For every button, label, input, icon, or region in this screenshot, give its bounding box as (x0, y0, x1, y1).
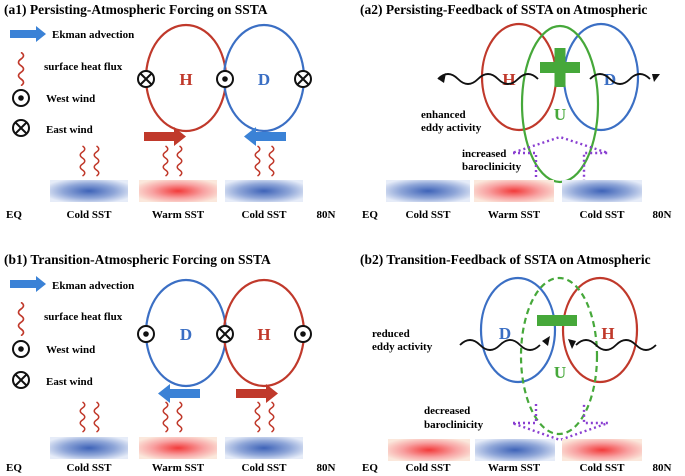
panel-b1: (b1) Transition-Atmospheric Forcing on S… (4, 252, 336, 474)
eddy-wave-left (437, 73, 539, 85)
baro-note-line1: increased (462, 148, 506, 160)
warm-sst-label: Warm SST (152, 462, 205, 474)
cold-sst-label: Cold SST (67, 209, 113, 221)
cold-sst-label: Cold SST (67, 462, 113, 474)
west-wind-icon (12, 340, 30, 358)
high-label: H (601, 324, 614, 343)
west-wind-icon (137, 325, 155, 343)
heat-flux-icon (17, 52, 25, 86)
cold-sst-label: Cold SST (406, 462, 452, 474)
heat-flux-icon (79, 401, 275, 433)
north-label: 80N (653, 462, 672, 474)
legend-ekman-label: Ekman advection (52, 280, 134, 292)
eq-label: EQ (6, 462, 22, 474)
west-wind-icon (216, 70, 234, 88)
heat-flux-icon (79, 145, 275, 177)
low-cell (562, 22, 640, 132)
legend-east-label: East wind (46, 124, 93, 136)
sst-warm-bar (562, 439, 642, 461)
plus-icon (540, 48, 580, 87)
north-label: 80N (317, 462, 336, 474)
baro-note-line2: baroclinicity (424, 419, 484, 431)
eddy-note-line2: eddy activity (372, 341, 433, 353)
legend-ekman-label: Ekman advection (52, 29, 134, 41)
ekman-arrow-icon (10, 26, 46, 42)
low-cell (479, 276, 557, 384)
ekman-arrow-icon (244, 127, 286, 146)
eddy-wave-left (459, 339, 541, 351)
sst-warm-bar (139, 180, 217, 202)
eddy-note-line1: reduced (372, 328, 410, 340)
west-wind-icon (12, 89, 30, 107)
east-wind-icon (137, 70, 155, 88)
cold-sst-label: Cold SST (406, 209, 452, 221)
sst-cold-bar (225, 180, 303, 202)
eddy-wave-right (575, 339, 657, 351)
low-label: D (180, 325, 192, 344)
low-label: D (258, 70, 270, 89)
heat-flux-icon (17, 302, 25, 336)
warm-sst-label: Warm SST (488, 462, 541, 474)
sst-cold-bar (562, 180, 642, 202)
legend-b1: Ekman advection surface heat flux West w… (10, 276, 134, 389)
high-label: H (502, 70, 515, 89)
high-label: H (179, 70, 192, 89)
east-wind-icon (216, 325, 234, 343)
west-wind-icon (294, 325, 312, 343)
sst-warm-bar (474, 180, 554, 202)
ekman-arrow-icon (10, 276, 46, 292)
warm-sst-label: Warm SST (488, 209, 541, 221)
sst-warm-bar (139, 437, 217, 459)
u-cell (520, 24, 600, 184)
eddy-note-line1: enhanced (421, 109, 466, 121)
panel-b1-title: (b1) Transition-Atmospheric Forcing on S… (4, 252, 271, 267)
east-wind-icon (294, 70, 312, 88)
north-label: 80N (317, 209, 336, 221)
legend-heat-label: surface heat flux (44, 61, 123, 73)
cold-sst-label: Cold SST (580, 462, 626, 474)
ekman-arrow-icon (236, 384, 278, 403)
eq-label: EQ (362, 209, 378, 221)
east-wind-icon (12, 119, 30, 137)
baro-note-line2: baroclinicity (462, 161, 522, 173)
sst-cold-bar (50, 437, 128, 459)
u-label: U (554, 105, 566, 124)
minus-icon (537, 315, 577, 326)
sst-cold-bar (225, 437, 303, 459)
north-label: 80N (653, 209, 672, 221)
eddy-wave-right (589, 73, 651, 85)
east-wind-icon (12, 371, 30, 389)
high-cell (561, 276, 639, 384)
u-label: U (554, 363, 566, 382)
legend-east-label: East wind (46, 376, 93, 388)
legend-heat-label: surface heat flux (44, 311, 123, 323)
ekman-arrow-icon (144, 127, 186, 146)
panel-a2-title: (a2) Persisting-Feedback of SSTA on Atmo… (360, 2, 647, 17)
cold-sst-label: Cold SST (242, 209, 288, 221)
sst-warm-bar (388, 439, 470, 461)
panel-b2: (b2) Transition-Feedback of SSTA on Atmo… (360, 252, 672, 474)
legend-west-label: West wind (46, 93, 95, 105)
ekman-arrow-icon (158, 384, 200, 403)
low-label: D (499, 324, 511, 343)
sst-cold-bar (475, 439, 555, 461)
panel-b2-title: (b2) Transition-Feedback of SSTA on Atmo… (360, 252, 651, 267)
cold-sst-label: Cold SST (242, 462, 288, 474)
legend-a1: Ekman advection surface heat flux West w… (10, 26, 134, 137)
u-cell (519, 276, 599, 436)
panel-a2: (a2) Persisting-Feedback of SSTA on Atmo… (360, 2, 672, 221)
panel-a1: (a1) Persisting-Atmospheric Forcing on S… (4, 2, 336, 221)
sst-cold-bar (50, 180, 128, 202)
eq-label: EQ (362, 462, 378, 474)
cold-sst-label: Cold SST (580, 209, 626, 221)
eddy-note-line2: eddy activity (421, 122, 482, 134)
panel-a1-title: (a1) Persisting-Atmospheric Forcing on S… (4, 2, 268, 17)
warm-sst-label: Warm SST (152, 209, 205, 221)
legend-west-label: West wind (46, 344, 95, 356)
sst-cold-bar (386, 180, 470, 202)
eq-label: EQ (6, 209, 22, 221)
high-label: H (257, 325, 270, 344)
baro-note-line1: decreased (424, 405, 470, 417)
